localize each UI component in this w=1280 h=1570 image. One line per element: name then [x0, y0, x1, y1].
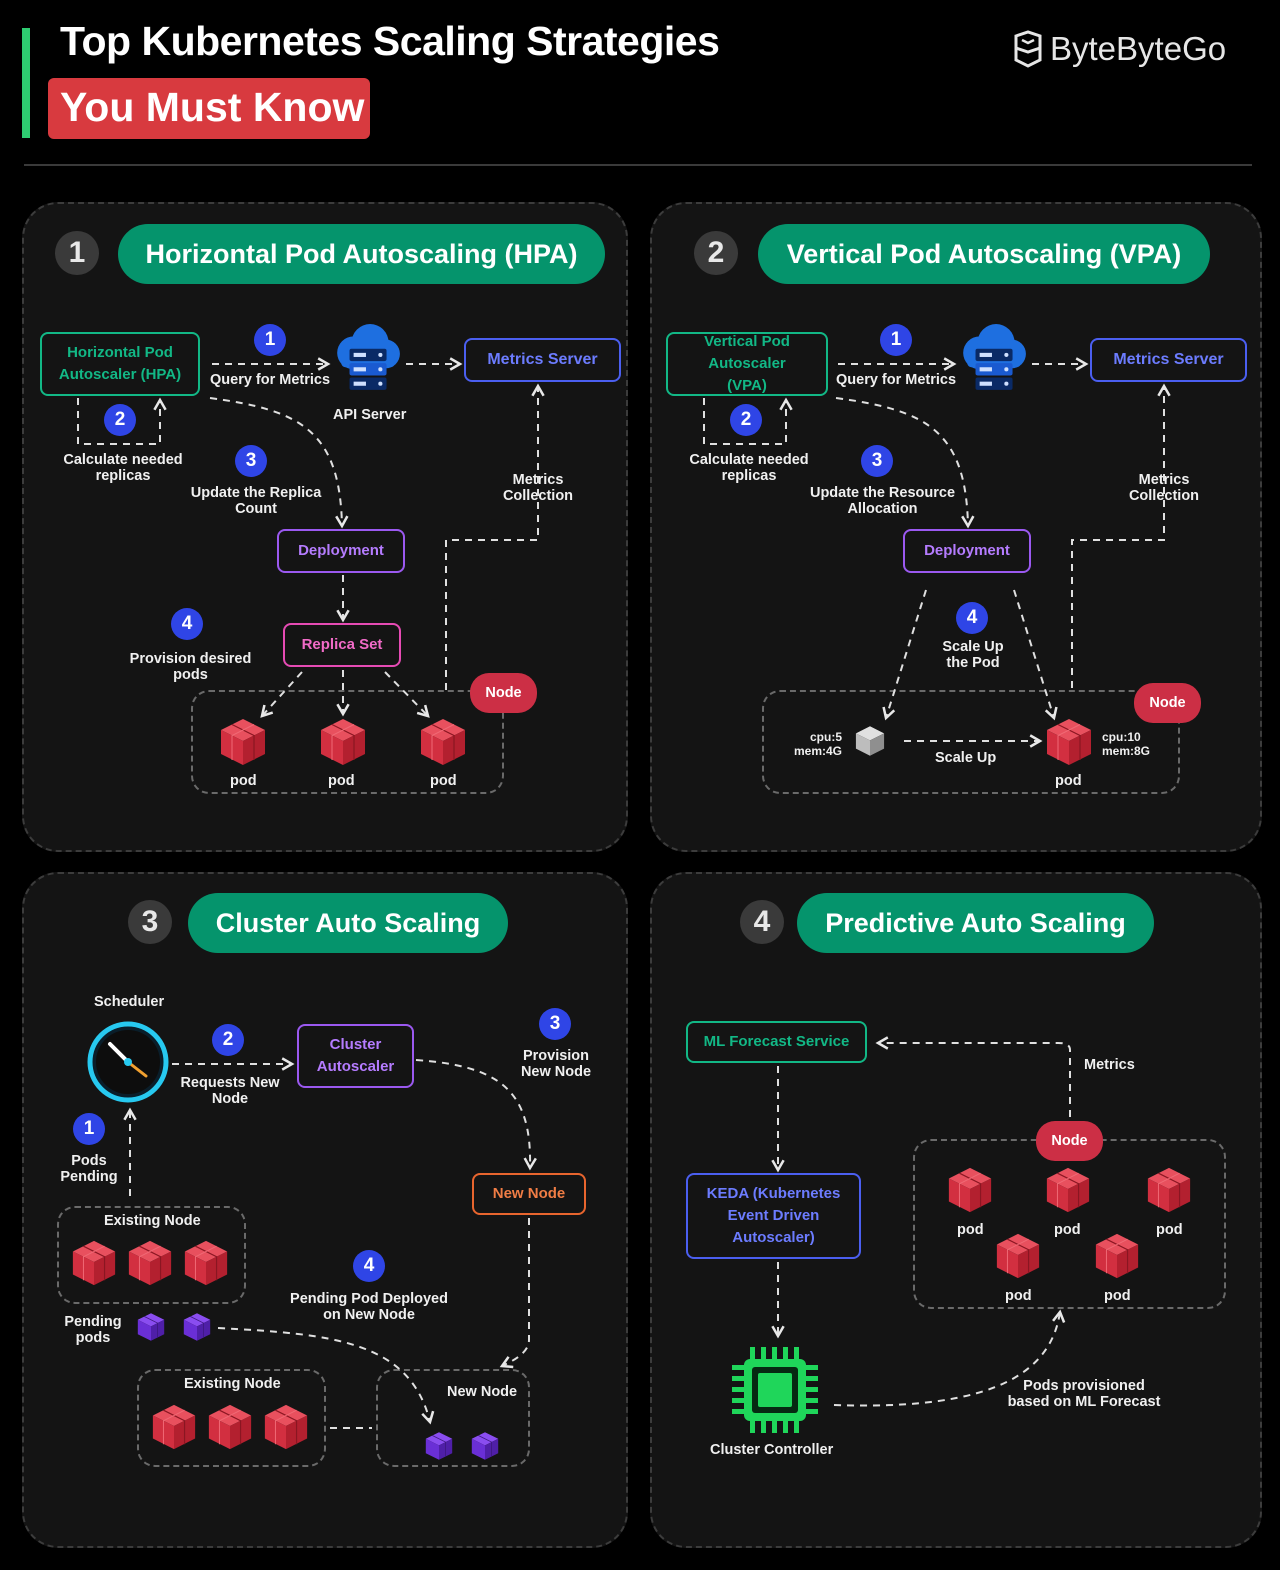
section-title-pill: Cluster Auto Scaling: [188, 893, 508, 953]
node-container: [191, 690, 504, 794]
title-accent-bar: [22, 28, 30, 138]
subtitle-highlight: [48, 78, 370, 139]
calculate-replicas-label: Calculate needed replicas: [689, 452, 809, 484]
pod-label: pod: [1055, 773, 1082, 789]
section-title-pill: Predictive Auto Scaling: [797, 893, 1154, 953]
cpu-chip-icon: [732, 1347, 818, 1433]
brand-name: ByteByteGo: [1050, 30, 1227, 67]
big-pod-spec: cpu:10 mem:8G: [1102, 730, 1151, 758]
scale-up-pod-label: Scale Up the Pod: [942, 639, 1004, 671]
step-badge: 2: [212, 1024, 244, 1056]
step-badge: 2: [730, 404, 762, 436]
pods-pending-label: Pods Pending: [60, 1153, 118, 1185]
pod-label: pod: [957, 1222, 984, 1238]
scale-up-label: Scale Up: [935, 750, 997, 766]
pod-label: pod: [1156, 1222, 1183, 1238]
step-badge: 4: [956, 602, 988, 634]
replica-set-box: Replica Set: [283, 623, 401, 667]
provision-new-node-label: Provision New Node: [520, 1048, 592, 1080]
section-number: 3: [128, 900, 172, 944]
deployment-box: Deployment: [277, 529, 405, 573]
step-badge: 3: [235, 445, 267, 477]
pending-pods-label: Pending pods: [64, 1314, 122, 1346]
keda-box: KEDA (Kubernetes Event Driven Autoscaler…: [686, 1173, 861, 1259]
section-title-pill: Vertical Pod Autoscaling (VPA): [758, 224, 1210, 284]
step-badge: 1: [254, 324, 286, 356]
new-node-container: [376, 1369, 530, 1467]
cluster-autoscaler-box: Cluster Autoscaler: [297, 1024, 414, 1088]
query-metrics-label: Query for Metrics: [210, 372, 331, 388]
pod-label: pod: [1054, 1222, 1081, 1238]
section-number: 1: [55, 231, 99, 275]
deployment-box: Deployment: [903, 529, 1031, 573]
calculate-replicas-label: Calculate needed replicas: [63, 452, 183, 484]
page-title: Top Kubernetes Scaling Strategies: [60, 18, 720, 64]
clock-icon: [87, 1021, 169, 1103]
update-replica-label: Update the Replica Count: [190, 485, 322, 517]
new-node-label: New Node: [447, 1384, 518, 1400]
pods-provisioned-label: Pods provisioned based on ML Forecast: [1007, 1378, 1161, 1410]
existing-node-label: Existing Node: [104, 1213, 201, 1229]
node-badge: Node: [1134, 683, 1201, 723]
api-server-label: API Server: [333, 407, 407, 423]
requests-new-node-label: Requests New Node: [180, 1075, 280, 1107]
metrics-label: Metrics: [1084, 1057, 1135, 1073]
step-badge: 4: [353, 1250, 385, 1282]
page-subtitle: You Must Know: [60, 84, 365, 130]
node-badge: Node: [1036, 1121, 1103, 1161]
scheduler-label: Scheduler: [94, 994, 165, 1010]
metrics-server-box: Metrics Server: [464, 338, 621, 382]
section-number: 2: [694, 231, 738, 275]
node-badge: Node: [470, 673, 537, 713]
hpa-autoscaler-box: Horizontal Pod Autoscaler (HPA): [40, 332, 200, 396]
existing-node-container: [57, 1206, 246, 1304]
section-title-pill: Horizontal Pod Autoscaling (HPA): [118, 224, 605, 284]
update-resource-label: Update the Resource Allocation: [809, 485, 956, 517]
pod-label: pod: [1104, 1288, 1131, 1304]
node-container: [762, 690, 1180, 794]
step-badge: 3: [861, 445, 893, 477]
existing-node-label: Existing Node: [184, 1376, 281, 1392]
pod-label: pod: [328, 773, 355, 789]
step-badge: 3: [539, 1008, 571, 1040]
step-badge: 1: [73, 1113, 105, 1145]
query-metrics-label: Query for Metrics: [836, 372, 957, 388]
existing-node-container: [137, 1369, 326, 1467]
step-badge: 1: [880, 324, 912, 356]
pod-label: pod: [230, 773, 257, 789]
section-number: 4: [740, 900, 784, 944]
bytebytego-icon: [1014, 30, 1042, 68]
pod-label: pod: [1005, 1288, 1032, 1304]
step-badge: 4: [171, 608, 203, 640]
brand-logo: ByteByteGo: [1012, 28, 1242, 70]
step-badge: 2: [104, 404, 136, 436]
provision-pods-label: Provision desired pods: [129, 651, 252, 683]
panel-predictive: [650, 872, 1262, 1548]
ml-forecast-box: ML Forecast Service: [686, 1021, 867, 1063]
new-node-box: New Node: [472, 1173, 586, 1215]
small-pod-spec: cpu:5 mem:4G: [793, 730, 842, 758]
metrics-server-box: Metrics Server: [1090, 338, 1247, 382]
pod-label: pod: [430, 773, 457, 789]
header-divider: [24, 164, 1252, 166]
panel-vpa: [650, 202, 1262, 852]
vpa-autoscaler-box: Vertical Pod Autoscaler (VPA): [666, 332, 828, 396]
cluster-controller-label: Cluster Controller: [710, 1442, 834, 1458]
pod-deployed-label: Pending Pod Deployed on New Node: [290, 1291, 448, 1323]
